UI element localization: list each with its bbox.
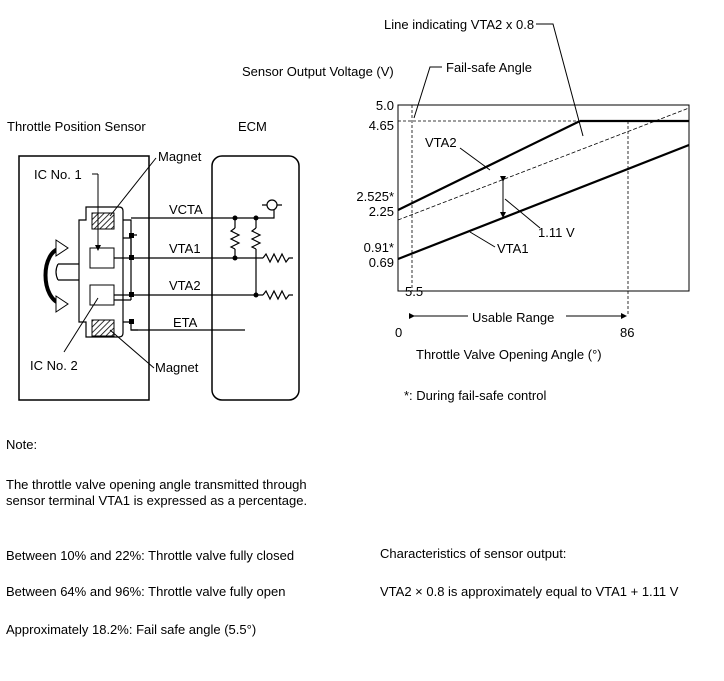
note-item-fail-safe: Approximately 18.2%: Fail safe angle (5.… — [6, 622, 257, 637]
terminal-eta: ETA — [173, 315, 198, 330]
graph-ylabel: Sensor Output Voltage (V) — [242, 64, 394, 79]
label-vta2-leader — [459, 147, 491, 171]
diff-leader — [504, 198, 541, 229]
magnet-bottom-label: Magnet — [155, 360, 199, 375]
ic2-chip — [89, 284, 115, 306]
ytick-4-65: 4.65 — [369, 118, 394, 133]
magnet-bottom-leader — [109, 329, 155, 369]
sensor-box — [18, 155, 150, 401]
curve-vta1 — [397, 143, 690, 261]
note-item-fully-closed: Between 10% and 22%: Throttle valve full… — [6, 548, 295, 563]
usable-range-label-bg — [468, 308, 566, 324]
annotation-fail-safe-leader — [413, 66, 442, 119]
annotation-vta2-leader — [536, 23, 584, 137]
note-paragraph-line2: sensor terminal VTA1 is expressed as a p… — [6, 493, 308, 508]
xtick-fail-safe: 5.5 — [405, 284, 423, 299]
rotation-arrow-top-icon — [55, 239, 69, 257]
ecm-title: ECM — [238, 119, 267, 134]
guide-lines — [398, 105, 629, 316]
ic2-label: IC No. 2 — [30, 358, 78, 373]
sensor-shaft — [55, 263, 79, 281]
wiring-diagram: Throttle Position Sensor ECM IC No. 1 IC… — [7, 119, 300, 401]
characteristics-formula: VTA2 × 0.8 is approximately equal to VTA… — [380, 584, 679, 599]
curve-vta2 — [397, 120, 581, 211]
xtick-86: 86 — [620, 325, 634, 340]
ecm-junction-dots — [232, 215, 259, 298]
magnet-top-leader — [109, 157, 157, 217]
label-vta2: VTA2 — [425, 135, 457, 150]
curve-vta2x08 — [397, 107, 690, 221]
note-heading: Note: — [6, 437, 38, 452]
usable-range-label: Usable Range — [472, 310, 554, 325]
ytick-5-0: 5.0 — [376, 98, 394, 113]
ic1-label: IC No. 1 — [34, 167, 82, 182]
output-graph: Line indicating VTA2 x 0.8 Fail-safe Ang… — [242, 17, 690, 403]
ecm-box — [211, 155, 300, 401]
ecm-internal-circuit — [229, 199, 293, 301]
ytick-2-25: 2.25 — [369, 204, 394, 219]
terminal-vta1: VTA1 — [169, 241, 201, 256]
note-paragraph-line1: The throttle valve opening angle transmi… — [6, 477, 307, 492]
ic2-leader — [63, 297, 99, 353]
label-diff: 1.11 V — [538, 225, 575, 240]
label-vta1-leader — [469, 231, 496, 248]
plot-frame — [397, 104, 690, 292]
graph-xlabel: Throttle Valve Opening Angle (°) — [416, 347, 602, 362]
magnet-top-label: Magnet — [158, 149, 202, 164]
annotation-vta2-line: Line indicating VTA2 x 0.8 — [384, 17, 534, 32]
characteristics-heading: Characteristics of sensor output: — [380, 546, 567, 561]
ytick-0-69: 0.69 — [369, 255, 394, 270]
label-vta1: VTA1 — [497, 241, 529, 256]
sensor-title: Throttle Position Sensor — [7, 119, 146, 134]
magnet-bottom — [91, 319, 115, 337]
terminal-vta2: VTA2 — [169, 278, 201, 293]
xtick-0: 0 — [395, 325, 402, 340]
annotation-fail-safe: Fail-safe Angle — [446, 60, 532, 75]
rotation-arrow-bottom-icon — [55, 295, 69, 313]
graph-footnote: *: During fail-safe control — [404, 388, 546, 403]
ytick-0-91: 0.91* — [364, 240, 394, 255]
note-item-fully-open: Between 64% and 96%: Throttle valve full… — [6, 584, 286, 599]
terminal-vcta: VCTA — [169, 202, 203, 217]
ytick-2-525: 2.525* — [356, 189, 394, 204]
ic1-chip — [89, 247, 115, 269]
rotation-arrow-icon — [43, 246, 63, 306]
signal-lines — [131, 210, 275, 331]
